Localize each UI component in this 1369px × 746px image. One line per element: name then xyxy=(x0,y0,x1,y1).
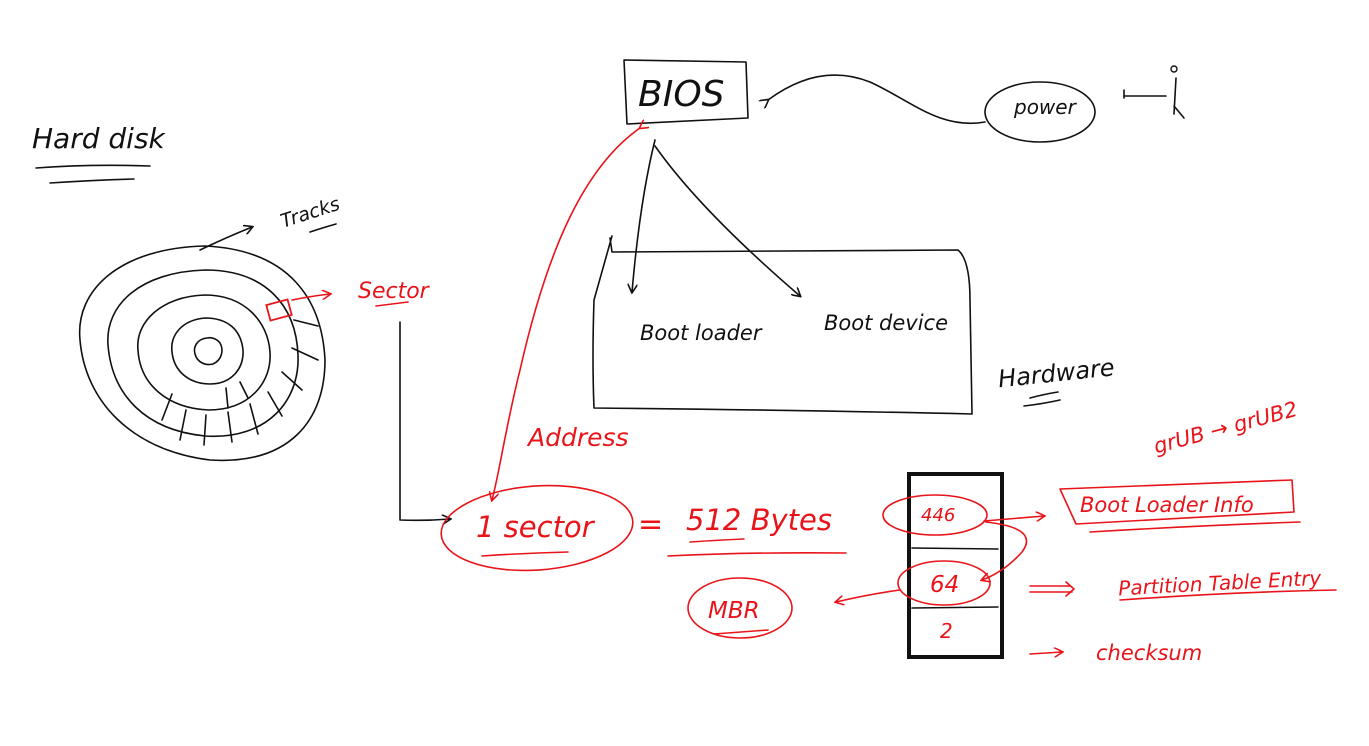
grub-label: grUB → grUB2 xyxy=(1151,397,1300,458)
mbr-block xyxy=(907,472,1004,659)
address-arrow xyxy=(492,128,640,500)
equals-sign: = xyxy=(638,507,663,542)
64-to-mbr-arrow xyxy=(836,589,901,602)
size-446-ellipse xyxy=(882,494,988,536)
mbr-label: MBR xyxy=(708,598,760,624)
mbr-underline xyxy=(713,629,769,635)
bios-to-bootloader-arrow xyxy=(632,139,656,292)
size-64-label: 64 xyxy=(930,572,959,598)
size-2-label: 2 xyxy=(940,619,953,643)
address-label: Address xyxy=(526,423,629,452)
power-to-bios-arrow xyxy=(768,74,986,125)
power-ellipse xyxy=(984,81,1096,143)
boot-loader-info-box xyxy=(1059,479,1295,525)
size-446-label: 446 xyxy=(921,505,955,526)
checksum-label: checksum xyxy=(1096,641,1202,665)
tracks-underline xyxy=(309,223,337,233)
one-sector-label: 1 sector xyxy=(476,510,596,544)
power-label: power xyxy=(1013,95,1078,119)
boot-device-label: Boot device xyxy=(824,311,948,335)
tracks-label: Tracks xyxy=(278,193,343,233)
bios-label: BIOS xyxy=(638,74,725,115)
bios-to-bootdevice-arrow xyxy=(654,145,800,296)
sector-underline xyxy=(375,301,409,307)
title-underline xyxy=(35,164,151,169)
446-to-bootloader-arrow xyxy=(983,516,1044,522)
one-sector-ellipse xyxy=(440,484,634,572)
bytes-label: 512 Bytes xyxy=(686,503,832,537)
mbr-dividers xyxy=(911,547,999,609)
checksum-arrow xyxy=(1029,652,1062,654)
partition-underline xyxy=(1119,589,1337,601)
boot-loader-label: Boot loader xyxy=(640,321,763,345)
size-64-ellipse xyxy=(897,560,991,606)
64-to-partition-arrow xyxy=(1029,585,1073,593)
title-underline-2 xyxy=(49,178,135,184)
power-switch-icon xyxy=(1123,65,1185,119)
bytes-underline xyxy=(667,538,847,557)
bios-box xyxy=(623,59,749,125)
hardware-label: Hardware xyxy=(997,353,1116,393)
sector-label: Sector xyxy=(358,279,431,304)
sector-to-1sector-line xyxy=(399,321,450,520)
boot-loader-info-label: Boot Loader Info xyxy=(1080,493,1254,517)
sector-arrow xyxy=(291,294,330,301)
446-to-64-arrow xyxy=(982,521,1028,580)
one-sector-underline xyxy=(481,551,569,557)
mbr-ellipse xyxy=(687,577,793,639)
partition-arrow-head xyxy=(1065,581,1075,597)
hardware-underline xyxy=(1023,391,1061,407)
partition-table-label: Partition Table Entry xyxy=(1118,566,1323,601)
hard-disk-title: Hard disk xyxy=(32,122,167,155)
boot-loader-underline xyxy=(1089,521,1301,533)
hard-disk-icon xyxy=(78,227,326,462)
